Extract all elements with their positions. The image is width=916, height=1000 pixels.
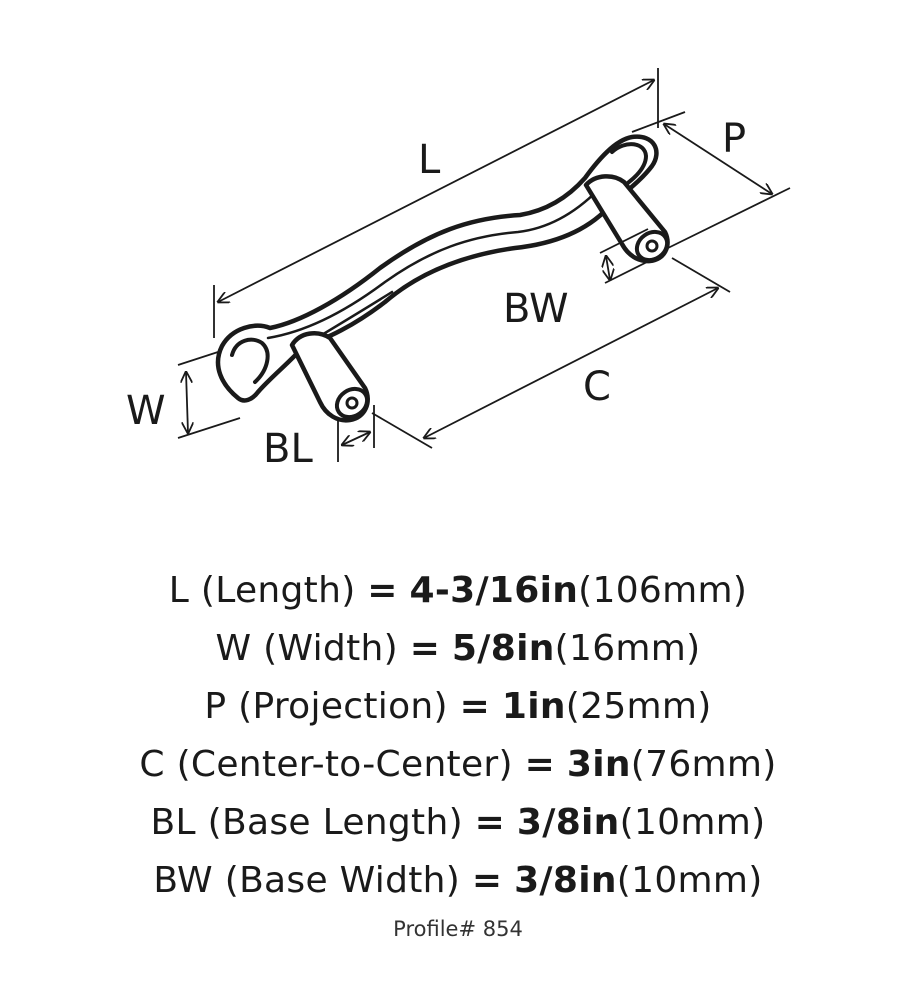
spec-imperial: 1in — [501, 686, 566, 727]
dimension-lines — [177, 68, 791, 462]
spec-equals: = — [367, 570, 398, 611]
spec-equals: = — [471, 860, 503, 901]
label-BW: BW — [503, 286, 569, 332]
spec-code: BW — [153, 860, 213, 901]
label-W: W — [126, 388, 166, 434]
label-L: L — [418, 137, 441, 183]
spec-imperial: 4-3/16in — [409, 570, 579, 611]
spec-name: (Base Length) — [207, 802, 463, 843]
spec-code: W — [215, 628, 252, 669]
spec-line-base-width: BW (Base Width) = 3/8in(10mm) — [0, 852, 916, 910]
spec-metric: (76mm) — [630, 744, 777, 785]
spec-line-center-to-center: C (Center-to-Center) = 3in(76mm) — [0, 736, 916, 794]
left-end-loop — [230, 337, 270, 384]
spec-imperial: 3in — [566, 744, 631, 785]
spec-metric: (106mm) — [578, 570, 748, 611]
spec-code: BL — [150, 802, 196, 843]
left-screw-hole — [345, 396, 359, 410]
spec-metric: (10mm) — [616, 860, 763, 901]
label-P: P — [722, 116, 746, 162]
spec-equals: = — [459, 686, 491, 727]
spec-imperial: 3/8in — [516, 802, 620, 843]
spec-line-width: W (Width) = 5/8in(16mm) — [0, 620, 916, 678]
spec-metric: (16mm) — [554, 628, 701, 669]
spec-name: (Width) — [263, 628, 398, 669]
spec-line-base-length: BL (Base Length) = 3/8in(10mm) — [0, 794, 916, 852]
spec-code: L — [168, 570, 190, 611]
profile-number: Profile# 854 — [393, 917, 523, 941]
right-screw-hole — [645, 239, 659, 253]
label-BL: BL — [263, 426, 313, 472]
spec-code: P — [204, 686, 227, 727]
spec-code: C — [139, 744, 165, 785]
spec-equals: = — [409, 628, 441, 669]
dimension-diagram: L P BW C W BL — [126, 68, 791, 472]
spec-equals: = — [474, 802, 506, 843]
spec-name: (Center-to-Center) — [176, 744, 513, 785]
spec-equals: = — [524, 744, 556, 785]
spec-line-length: L (Length) = 4-3/16in(106mm) — [0, 562, 916, 620]
spec-name: (Length) — [200, 570, 356, 611]
label-C: C — [583, 364, 611, 410]
spec-metric: (25mm) — [565, 686, 712, 727]
spec-imperial: 5/8in — [451, 628, 555, 669]
spec-list: L (Length) = 4-3/16in(106mm) W (Width) =… — [0, 562, 916, 910]
spec-name: (Projection) — [238, 686, 448, 727]
spec-imperial: 3/8in — [514, 860, 617, 901]
spec-metric: (10mm) — [619, 802, 766, 843]
spec-line-projection: P (Projection) = 1in(25mm) — [0, 678, 916, 736]
spec-name: (Base Width) — [224, 860, 461, 901]
